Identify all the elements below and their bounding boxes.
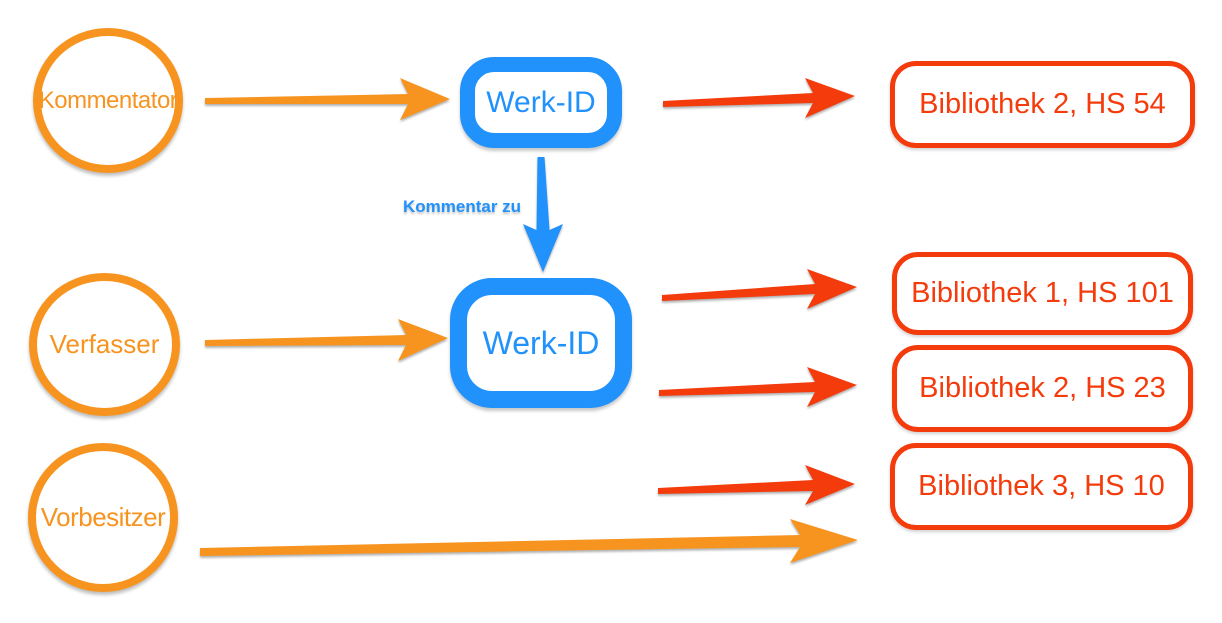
manuscript-node-bibliothek3-hs10: Bibliothek 3, HS 10	[890, 443, 1193, 530]
arrow-to-bibliothek3-hs10	[658, 465, 855, 505]
arrow-verfasser-to-work2	[205, 319, 448, 361]
arrow-work1-to-work2-kommentar-zu	[523, 157, 563, 272]
arrow-vorbesitzer-long	[200, 519, 858, 563]
edge-label-kommentar-zu: Kommentar zu	[403, 197, 522, 216]
manuscript-node-bibliothek2-hs54: Bibliothek 2, HS 54	[890, 61, 1195, 148]
arrow-kommentator-to-work1	[205, 78, 450, 120]
manuscript-label: Bibliothek 1, HS 101	[911, 277, 1174, 309]
arrow-work2-to-bibliothek1-hs101	[662, 269, 857, 309]
manuscript-node-bibliothek2-hs23: Bibliothek 2, HS 23	[892, 345, 1193, 432]
work-label-1: Werk-ID	[486, 85, 596, 119]
arrow-work2-to-bibliothek2-hs23	[659, 367, 857, 407]
work-node-1: Werk-ID	[460, 57, 622, 148]
actor-label-vorbesitzer: Vorbesitzer	[40, 502, 166, 532]
manuscript-label: Bibliothek 2, HS 54	[919, 88, 1166, 120]
work-node-2: Werk-ID	[450, 278, 632, 408]
manuscript-node-bibliothek1-hs101: Bibliothek 1, HS 101	[892, 252, 1193, 335]
manuscript-label: Bibliothek 3, HS 10	[918, 470, 1165, 502]
arrow-work1-to-bibliothek2-hs54	[663, 78, 855, 118]
actor-node-kommentator: Kommentator	[33, 28, 183, 173]
work-label-2: Werk-ID	[482, 324, 600, 361]
actor-node-vorbesitzer: Vorbesitzer	[28, 443, 178, 592]
manuscript-label: Bibliothek 2, HS 23	[919, 372, 1166, 404]
actor-label-kommentator: Kommentator	[38, 86, 178, 114]
actor-label-verfasser: Verfasser	[49, 329, 160, 359]
actor-node-verfasser: Verfasser	[29, 273, 180, 416]
